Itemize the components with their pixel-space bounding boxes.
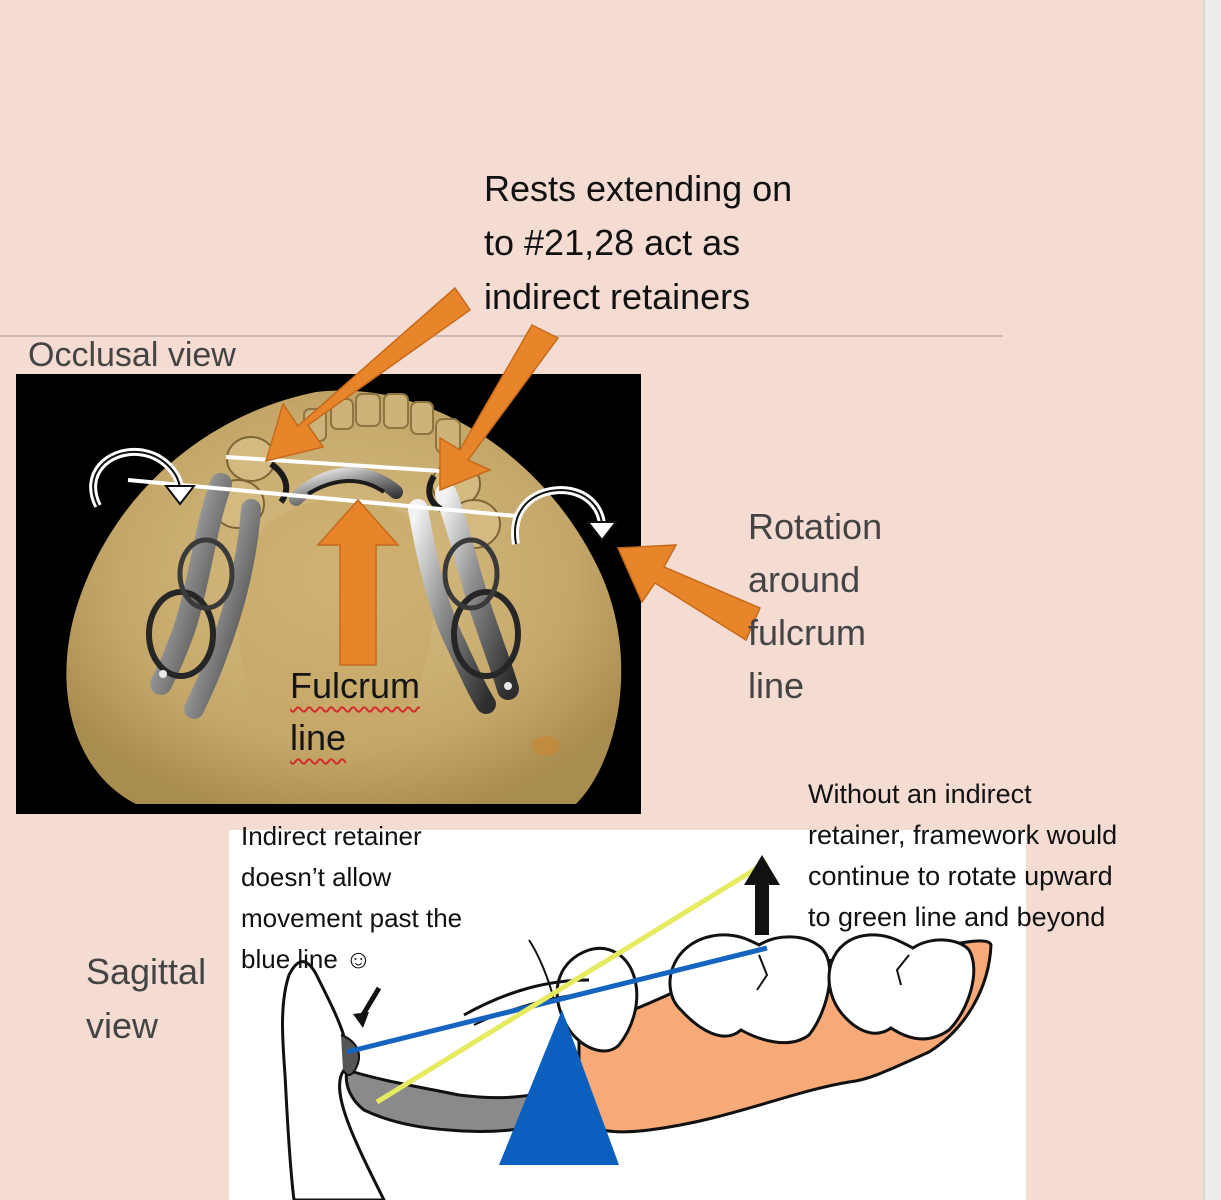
curved-rotation-arrow-right (511, 485, 619, 545)
sagittal-view-label: Sagittal view (86, 951, 207, 1046)
occlusal-view-label: Occlusal view (28, 336, 236, 374)
sagittal-diagram (229, 830, 1026, 1200)
without-indirect-retainer-note: Without an indirect retainer, framework … (808, 779, 1118, 932)
fulcrum-line-label: Fulcrum line (290, 665, 421, 758)
rests-callout: Rests extending on to #21,28 act as indi… (484, 168, 793, 317)
indirect-retainer-note: Indirect retainer doesn’t allow movement… (241, 821, 463, 974)
green-line (375, 859, 769, 1105)
curved-rotation-arrow (89, 447, 197, 508)
black-arrow-up (744, 855, 780, 935)
fulcrum-triangle (499, 1010, 619, 1165)
blue-line (346, 945, 768, 1055)
rotation-label: Rotation around fulcrum line (748, 506, 883, 706)
black-arrow-down (353, 986, 382, 1028)
slide-panel-edge (1203, 0, 1221, 1200)
slide-panel-border (1203, 0, 1205, 1200)
sagittal-illustration (281, 855, 993, 1200)
